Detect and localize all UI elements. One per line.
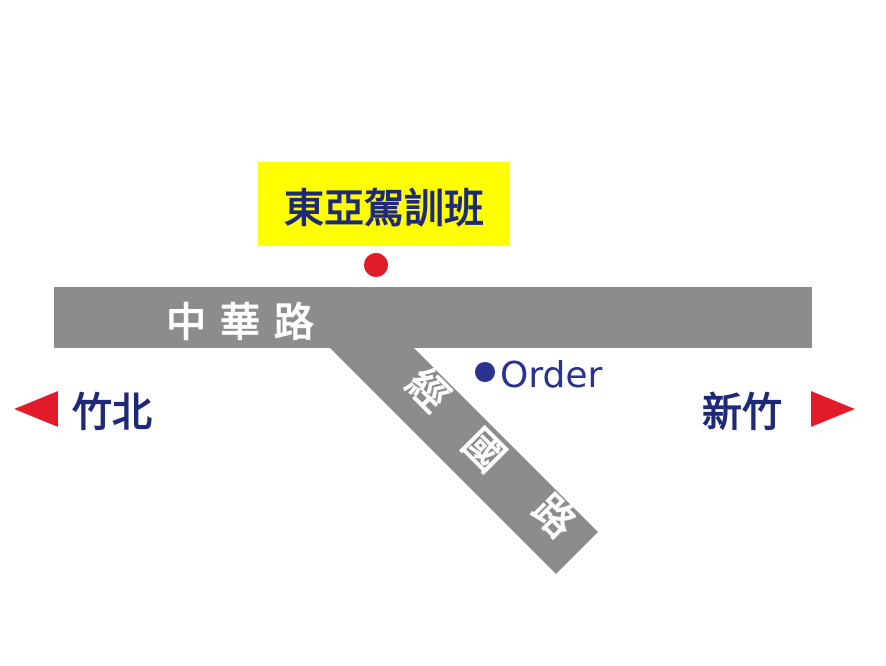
arrow-right-icon bbox=[811, 391, 855, 427]
direction-right-label: 新竹 bbox=[702, 390, 782, 436]
direction-left-label: 竹北 bbox=[72, 390, 152, 436]
destination-name: 東亞駕訓班 bbox=[284, 186, 484, 232]
landmark-label: Order bbox=[500, 355, 603, 396]
road-jingguo bbox=[330, 348, 598, 574]
arrow-left-icon bbox=[14, 391, 58, 427]
landmark-dot bbox=[475, 362, 495, 382]
destination-marker bbox=[364, 253, 388, 277]
destination-label: 東亞駕訓班 bbox=[258, 162, 510, 246]
road-zhonghua-label: 中 華 路 bbox=[166, 300, 315, 346]
destination-label-background bbox=[258, 162, 510, 246]
road-zhonghua bbox=[54, 287, 812, 348]
